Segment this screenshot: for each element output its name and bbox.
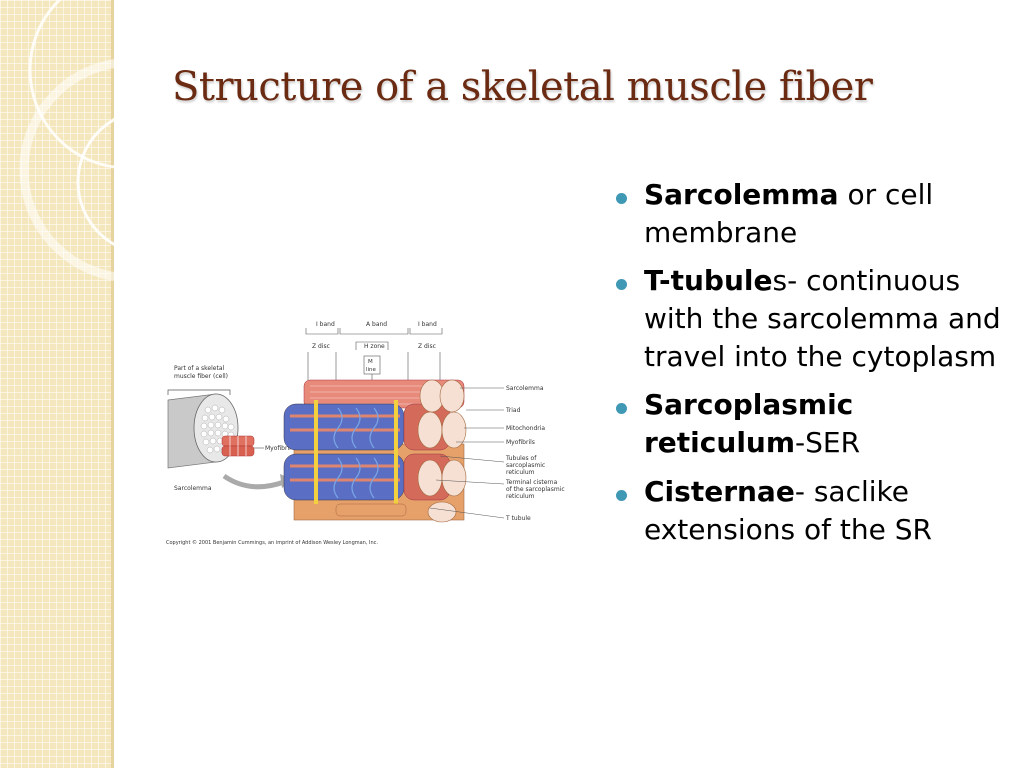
label-m: M <box>368 359 373 365</box>
label-line: line <box>366 367 377 373</box>
decorative-rings <box>19 0 245 283</box>
zoom-arrow <box>222 473 285 490</box>
bullet-text: -SER <box>795 426 861 460</box>
label-tubules-1: Tubules of <box>505 455 537 462</box>
label-cisterna-2: of the sarcoplasmic <box>506 486 565 493</box>
label-h-zone: H zone <box>364 343 385 350</box>
muscle-fiber-diagram: Part of a skeletal muscle fiber (cell) M… <box>166 321 565 546</box>
label-t-tubule: T tubule <box>505 515 531 522</box>
bullet-t-tubules: T-tubules- continuous with the sarcolemm… <box>608 262 1008 376</box>
label-part2: muscle fiber (cell) <box>174 373 228 380</box>
label-mitochondria: Mitochondria <box>506 425 545 432</box>
label-myofibril: Myofibril <box>265 445 291 452</box>
label-tubules-2: sarcoplasmic <box>506 462 545 469</box>
label-z-disc-2: Z disc <box>418 343 436 350</box>
bullet-dot-icon <box>616 193 627 204</box>
label-i-band-1: I band <box>316 321 335 328</box>
myofibril-small <box>221 435 255 457</box>
bullet-list: Sarcolemma or cell membrane T-tubules- c… <box>608 176 1008 559</box>
decorative-grid-strip <box>0 0 113 768</box>
bullet-dot-icon <box>616 403 627 415</box>
slide-title: Structure of a skeletal muscle fiber <box>172 64 873 110</box>
bullet-dot-icon <box>616 279 627 291</box>
bullet-text: s- continuous with the sarcolemma and tr… <box>644 264 1001 374</box>
label-sarcolemma-left: Sarcolemma <box>174 485 212 492</box>
bullet-dot-icon <box>616 489 627 501</box>
label-part: Part of a skeletal <box>174 365 224 372</box>
label-cisterna-1: Terminal cisterna <box>505 479 558 486</box>
bullet-cisternae: Cisternae- saclike extensions of the SR <box>608 473 1008 549</box>
bullet-term: Cisternae <box>644 474 795 508</box>
bullet-sarcoplasmic-reticulum: Sarcoplasmic reticulum-SER <box>608 386 1008 462</box>
bullet-text: or cell membrane <box>644 178 934 250</box>
label-i-band-2: I band <box>418 321 437 328</box>
label-tubules-3: reticulum <box>506 469 535 476</box>
figure-copyright: Copyright © 2001 Benjamin Cummings, an i… <box>166 539 378 546</box>
bullet-term: T-tubule <box>644 264 773 298</box>
label-myofibrils: Myofibrils <box>506 439 535 446</box>
bullet-term: Sarcolemma <box>644 178 839 211</box>
bullet-sarcolemma: Sarcolemma or cell membrane <box>608 176 1008 252</box>
bullet-text: - saclike extensions of the SR <box>644 474 932 546</box>
label-cisterna-3: reticulum <box>506 493 535 500</box>
strip-edge <box>111 0 114 768</box>
label-z-disc-1: Z disc <box>312 343 330 350</box>
label-triad: Triad <box>505 407 521 414</box>
bullet-term: Sarcoplasmic reticulum <box>644 388 854 460</box>
label-a-band: A band <box>366 321 387 328</box>
fiber-block <box>283 379 467 523</box>
label-sarcolemma: Sarcolemma <box>506 385 544 392</box>
